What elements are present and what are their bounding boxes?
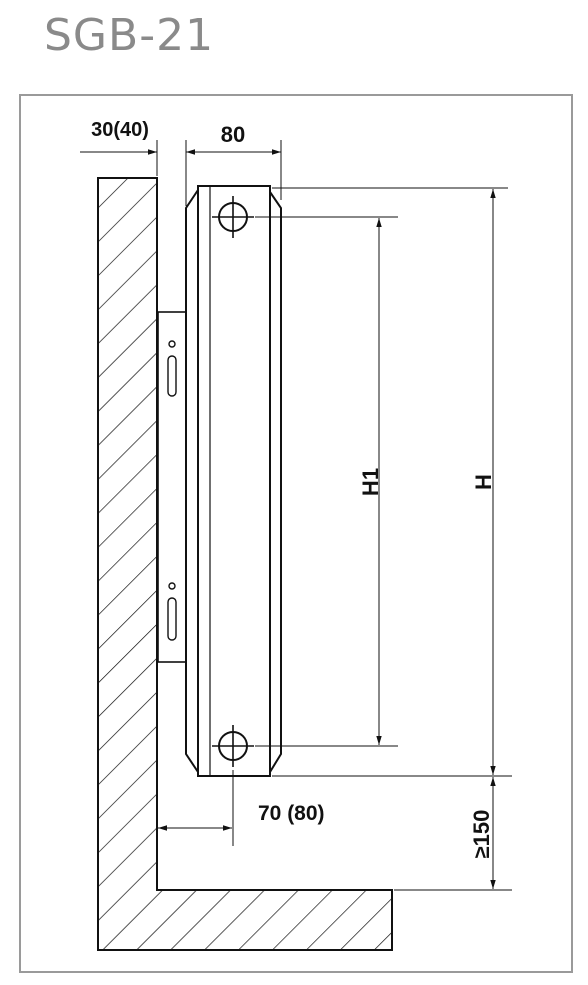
- model-title: SGB-21: [44, 10, 215, 61]
- radiator-front-panel: [197, 185, 271, 777]
- bottom-connection-icon: [212, 725, 254, 767]
- h-label: H: [471, 474, 496, 490]
- radiator-back-panel: [185, 189, 199, 773]
- bracket-slot-top: [167, 355, 177, 397]
- bracket-hole-top: [168, 340, 176, 348]
- h1-label: H1: [358, 468, 383, 496]
- frame-border: [19, 94, 573, 973]
- top-connection-icon: [212, 196, 254, 238]
- floor-gap-label: ≥150: [469, 810, 494, 859]
- extension-lines: [156, 140, 512, 891]
- depth-label: 80: [221, 122, 245, 147]
- bottom-offset-label: 70 (80): [258, 802, 325, 825]
- bracket-slot-bottom: [167, 597, 177, 641]
- wall-gap-label: 30(40): [91, 119, 149, 141]
- wall-and-floor: [97, 177, 393, 951]
- bracket-hole-bottom: [168, 582, 176, 590]
- mounting-bracket: [157, 311, 187, 663]
- radiator-side: [269, 191, 282, 773]
